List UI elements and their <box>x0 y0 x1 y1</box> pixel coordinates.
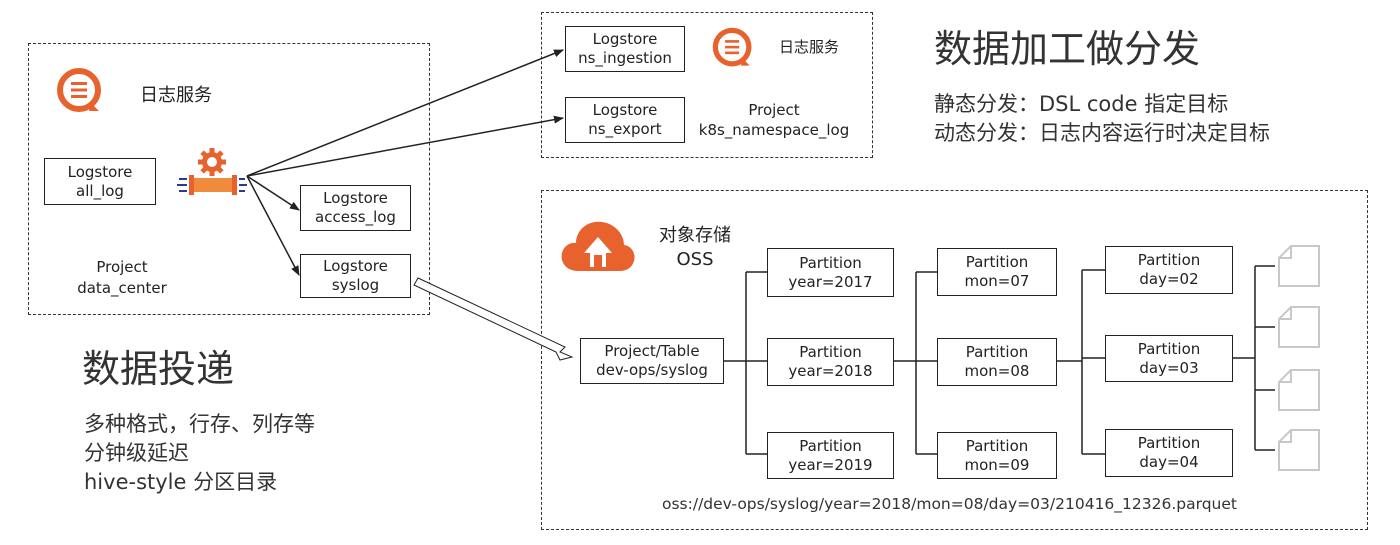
logstore-ns-export[interactable]: Logstore ns_export <box>565 97 685 143</box>
delivery-title: 数据投递 <box>82 347 235 391</box>
log-service-icon <box>711 26 755 70</box>
logstore-type-label: Logstore <box>323 189 388 207</box>
partition-mon-07[interactable]: Partition mon=07 <box>937 248 1057 296</box>
partition-name: day=03 <box>1139 358 1199 377</box>
partition-day-02[interactable]: Partition day=02 <box>1105 246 1233 294</box>
partition-type-label: Partition <box>1137 434 1201 452</box>
left-project-container <box>28 43 430 315</box>
project-name: k8s_namespace_log <box>698 121 850 139</box>
partition-name: year=2017 <box>788 272 873 291</box>
logstore-ns-ingestion[interactable]: Logstore ns_ingestion <box>565 26 685 72</box>
data-processing-pipe-icon <box>177 147 247 201</box>
logstore-type-label: Logstore <box>323 257 388 275</box>
processing-title: 数据加工做分发 <box>934 27 1201 71</box>
file-icon[interactable] <box>1277 368 1321 412</box>
oss-object-path: oss://dev-ops/syslog/year=2018/mon=08/da… <box>662 495 1237 513</box>
left-service-label: 日志服务 <box>140 85 212 106</box>
partition-type-label: Partition <box>965 343 1029 361</box>
top-right-service-label: 日志服务 <box>779 38 840 56</box>
partition-type-label: Partition <box>965 436 1029 455</box>
project-label: Project <box>96 258 148 276</box>
partition-name: mon=07 <box>964 272 1030 290</box>
logstore-syslog[interactable]: Logstore syslog <box>300 254 411 298</box>
partition-year-2018[interactable]: Partition year=2018 <box>767 338 894 386</box>
delivery-line-latency: 分钟级延迟 <box>84 441 189 465</box>
logstore-name: ns_ingestion <box>578 49 672 67</box>
logstore-type-label: Logstore <box>67 162 133 181</box>
oss-cloud-icon <box>560 215 636 273</box>
file-icon[interactable] <box>1277 305 1321 349</box>
partition-name: mon=08 <box>964 362 1030 380</box>
partition-name: day=04 <box>1139 453 1199 471</box>
partition-day-04[interactable]: Partition day=04 <box>1105 429 1233 477</box>
partition-name: day=02 <box>1139 270 1199 288</box>
project-label: Project <box>748 101 800 119</box>
file-icon[interactable] <box>1277 244 1321 288</box>
logstore-name: ns_export <box>588 120 662 138</box>
partition-day-03[interactable]: Partition day=03 <box>1105 335 1233 382</box>
logstore-all-log[interactable]: Logstore all_log <box>44 158 156 205</box>
processing-line-static: 静态分发：DSL code 指定目标 <box>934 92 1229 116</box>
file-icon[interactable] <box>1277 428 1321 472</box>
partition-name: year=2019 <box>788 455 873 474</box>
partition-year-2017[interactable]: Partition year=2017 <box>767 248 894 297</box>
root-name: dev-ops/syslog <box>596 361 708 379</box>
oss-label: 对象存储 OSS <box>645 224 745 272</box>
oss-label-en: OSS <box>676 249 714 270</box>
logstore-type-label: Logstore <box>592 30 658 48</box>
delivery-line-hive: hive-style 分区目录 <box>84 470 278 494</box>
log-service-icon <box>55 67 105 115</box>
partition-mon-09[interactable]: Partition mon=09 <box>937 432 1057 479</box>
root-type-label: Project/Table <box>604 342 700 360</box>
delivery-line-format: 多种格式，行存、列存等 <box>84 412 315 436</box>
partition-type-label: Partition <box>965 253 1029 271</box>
oss-label-cn: 对象存储 <box>659 225 731 246</box>
logstore-name: access_log <box>315 208 396 226</box>
logstore-type-label: Logstore <box>592 101 658 119</box>
top-right-project-label: Project k8s_namespace_log <box>694 100 854 140</box>
partition-type-label: Partition <box>1137 251 1201 269</box>
partition-year-2019[interactable]: Partition year=2019 <box>767 432 894 479</box>
partition-type-label: Partition <box>799 343 862 361</box>
partition-type-label: Partition <box>799 253 862 272</box>
partition-name: year=2018 <box>788 362 873 380</box>
partition-mon-08[interactable]: Partition mon=08 <box>937 338 1057 386</box>
partition-name: mon=09 <box>964 455 1030 474</box>
logstore-name: syslog <box>331 276 380 294</box>
left-project-label: Project data_center <box>62 257 182 299</box>
project-name: data_center <box>77 279 167 297</box>
logstore-access-log[interactable]: Logstore access_log <box>300 185 411 231</box>
oss-root-table[interactable]: Project/Table dev-ops/syslog <box>580 338 724 384</box>
partition-type-label: Partition <box>799 436 862 455</box>
partition-type-label: Partition <box>1137 339 1201 358</box>
processing-line-dynamic: 动态分发：日志内容运行时决定目标 <box>934 121 1270 145</box>
logstore-name: all_log <box>76 181 124 200</box>
